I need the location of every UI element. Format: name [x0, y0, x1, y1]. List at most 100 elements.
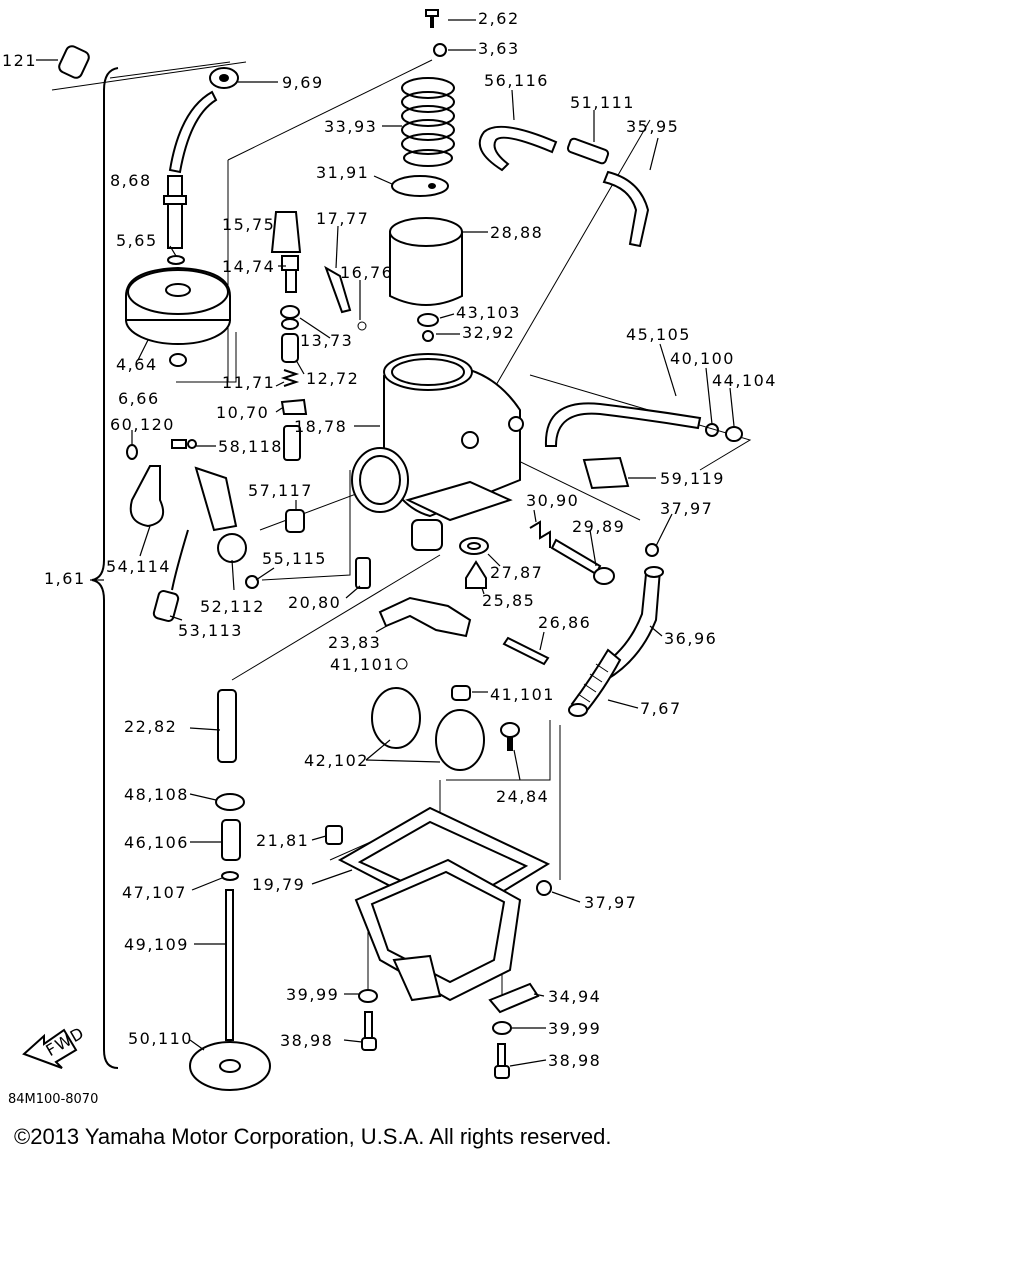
cable-53: [152, 529, 189, 622]
label-28-88: 28,88: [490, 223, 543, 242]
label-24-84: 24,84: [496, 787, 549, 806]
cap-121: [58, 45, 90, 79]
washer-50: [189, 1041, 271, 1091]
label-43-103: 43,103: [456, 303, 521, 322]
label-33-93: 33,93: [324, 117, 377, 136]
nut-39-left: [358, 989, 378, 1003]
label-34-94: 34,94: [548, 987, 601, 1006]
label-48-108: 48,108: [124, 785, 189, 804]
jet-holder-46: [221, 819, 241, 861]
label-31-91: 31,91: [316, 163, 369, 182]
bracket-10: [280, 398, 308, 415]
washer-60: [126, 444, 138, 460]
label-21-81: 21,81: [256, 831, 309, 850]
washer-27: [459, 537, 489, 555]
screw-2: [425, 9, 439, 28]
o-ring-47: [221, 871, 239, 881]
cap-44: [725, 426, 743, 442]
spring-16: [357, 321, 367, 331]
bracket-54: [129, 465, 164, 528]
starter-cable-52: [194, 466, 247, 563]
clip-37-lower: [536, 880, 552, 896]
label-46-106: 46,106: [124, 833, 189, 852]
washer-43: [417, 313, 439, 327]
label-51-111: 51,111: [570, 93, 635, 112]
carburetor-body: [351, 353, 524, 551]
label-9-69: 9,69: [282, 73, 324, 92]
label-36-96: 36,96: [664, 629, 717, 648]
label-39-99-left: 39,99: [286, 985, 339, 1004]
nut-13: [280, 305, 300, 330]
adjuster-14: [281, 255, 299, 293]
label-47-107: 47,107: [122, 883, 187, 902]
label-23-83: 23,83: [328, 633, 381, 652]
nut-3: [433, 43, 447, 57]
spring-33: [401, 77, 455, 167]
label-19-79: 19,79: [252, 875, 305, 894]
label-45-105: 45,105: [626, 325, 691, 344]
emulsion-tube-22: [217, 689, 237, 763]
label-55-115: 55,115: [262, 549, 327, 568]
label-41-101-left: 41,101: [330, 655, 395, 674]
label-12-72: 12,72: [306, 369, 359, 388]
label-52-112: 52,112: [200, 597, 265, 616]
label-50-110: 50,110: [128, 1029, 193, 1048]
fitting-51: [566, 137, 610, 165]
label-16-76: 16,76: [340, 263, 393, 282]
label-15-75: 15,75: [222, 215, 275, 234]
label-4-64: 4,64: [116, 355, 158, 374]
nut-6: [169, 353, 187, 367]
label-2-62: 2,62: [478, 9, 520, 28]
label-3-63: 3,63: [478, 39, 520, 58]
needle-valve-25: [465, 560, 487, 589]
label-11-71: 11,71: [222, 373, 275, 392]
label-20-80: 20,80: [288, 593, 341, 612]
label-6-66: 6,66: [118, 389, 160, 408]
label-38-98-right: 38,98: [548, 1051, 601, 1070]
label-37-97-upper: 37,97: [660, 499, 713, 518]
label-5-65: 5,65: [116, 231, 158, 250]
label-49-109: 49,109: [124, 935, 189, 954]
bolt-38-right: [494, 1043, 510, 1079]
label-56-116: 56,116: [484, 71, 549, 90]
plate-31: [391, 175, 449, 197]
label-18-78: 18,78: [294, 417, 347, 436]
label-10-70: 10,70: [216, 403, 269, 422]
label-44-104: 44,104: [712, 371, 777, 390]
label-17-77: 17,77: [316, 209, 369, 228]
float-stopper-41: [396, 658, 471, 701]
label-26-86: 26,86: [538, 613, 591, 632]
label-8-68: 8,68: [110, 171, 152, 190]
screw-57: [285, 509, 305, 533]
screw-58: [171, 439, 197, 449]
cap-15: [270, 211, 302, 253]
float-bowl: [354, 858, 522, 1002]
hose-56: [478, 125, 558, 172]
copyright-notice: ©2013 Yamaha Motor Corporation, U.S.A. A…: [14, 1124, 612, 1149]
floats-42: [371, 687, 485, 771]
label-39-99-right: 39,99: [548, 1019, 601, 1038]
pin-26: [502, 636, 550, 666]
label-38-98-left: 38,98: [280, 1031, 333, 1050]
label-41-101-right: 41,101: [490, 685, 555, 704]
label-30-90: 30,90: [526, 491, 579, 510]
bracket-34: [488, 982, 540, 1014]
o-ring-55: [245, 575, 259, 589]
clamp-59: [582, 456, 630, 490]
screw-24: [500, 722, 520, 751]
label-54-114: 54,114: [106, 557, 171, 576]
cap-9: [209, 67, 239, 89]
needle-49: [225, 889, 234, 1041]
starter-plunger-18: [283, 425, 301, 461]
label-14-74: 14,74: [222, 257, 275, 276]
float-arm-23: [378, 596, 472, 638]
label-60-120: 60,120: [110, 415, 175, 434]
label-25-85: 25,85: [482, 591, 535, 610]
protector-7: [568, 648, 622, 717]
label-32-92: 32,92: [462, 323, 515, 342]
hose-35: [602, 170, 650, 248]
label-29-89: 29,89: [572, 517, 625, 536]
label-57-117: 57,117: [248, 481, 313, 500]
plunger-12: [281, 333, 299, 363]
carburetor-exploded-diagram: FWD: [2, 9, 777, 1091]
